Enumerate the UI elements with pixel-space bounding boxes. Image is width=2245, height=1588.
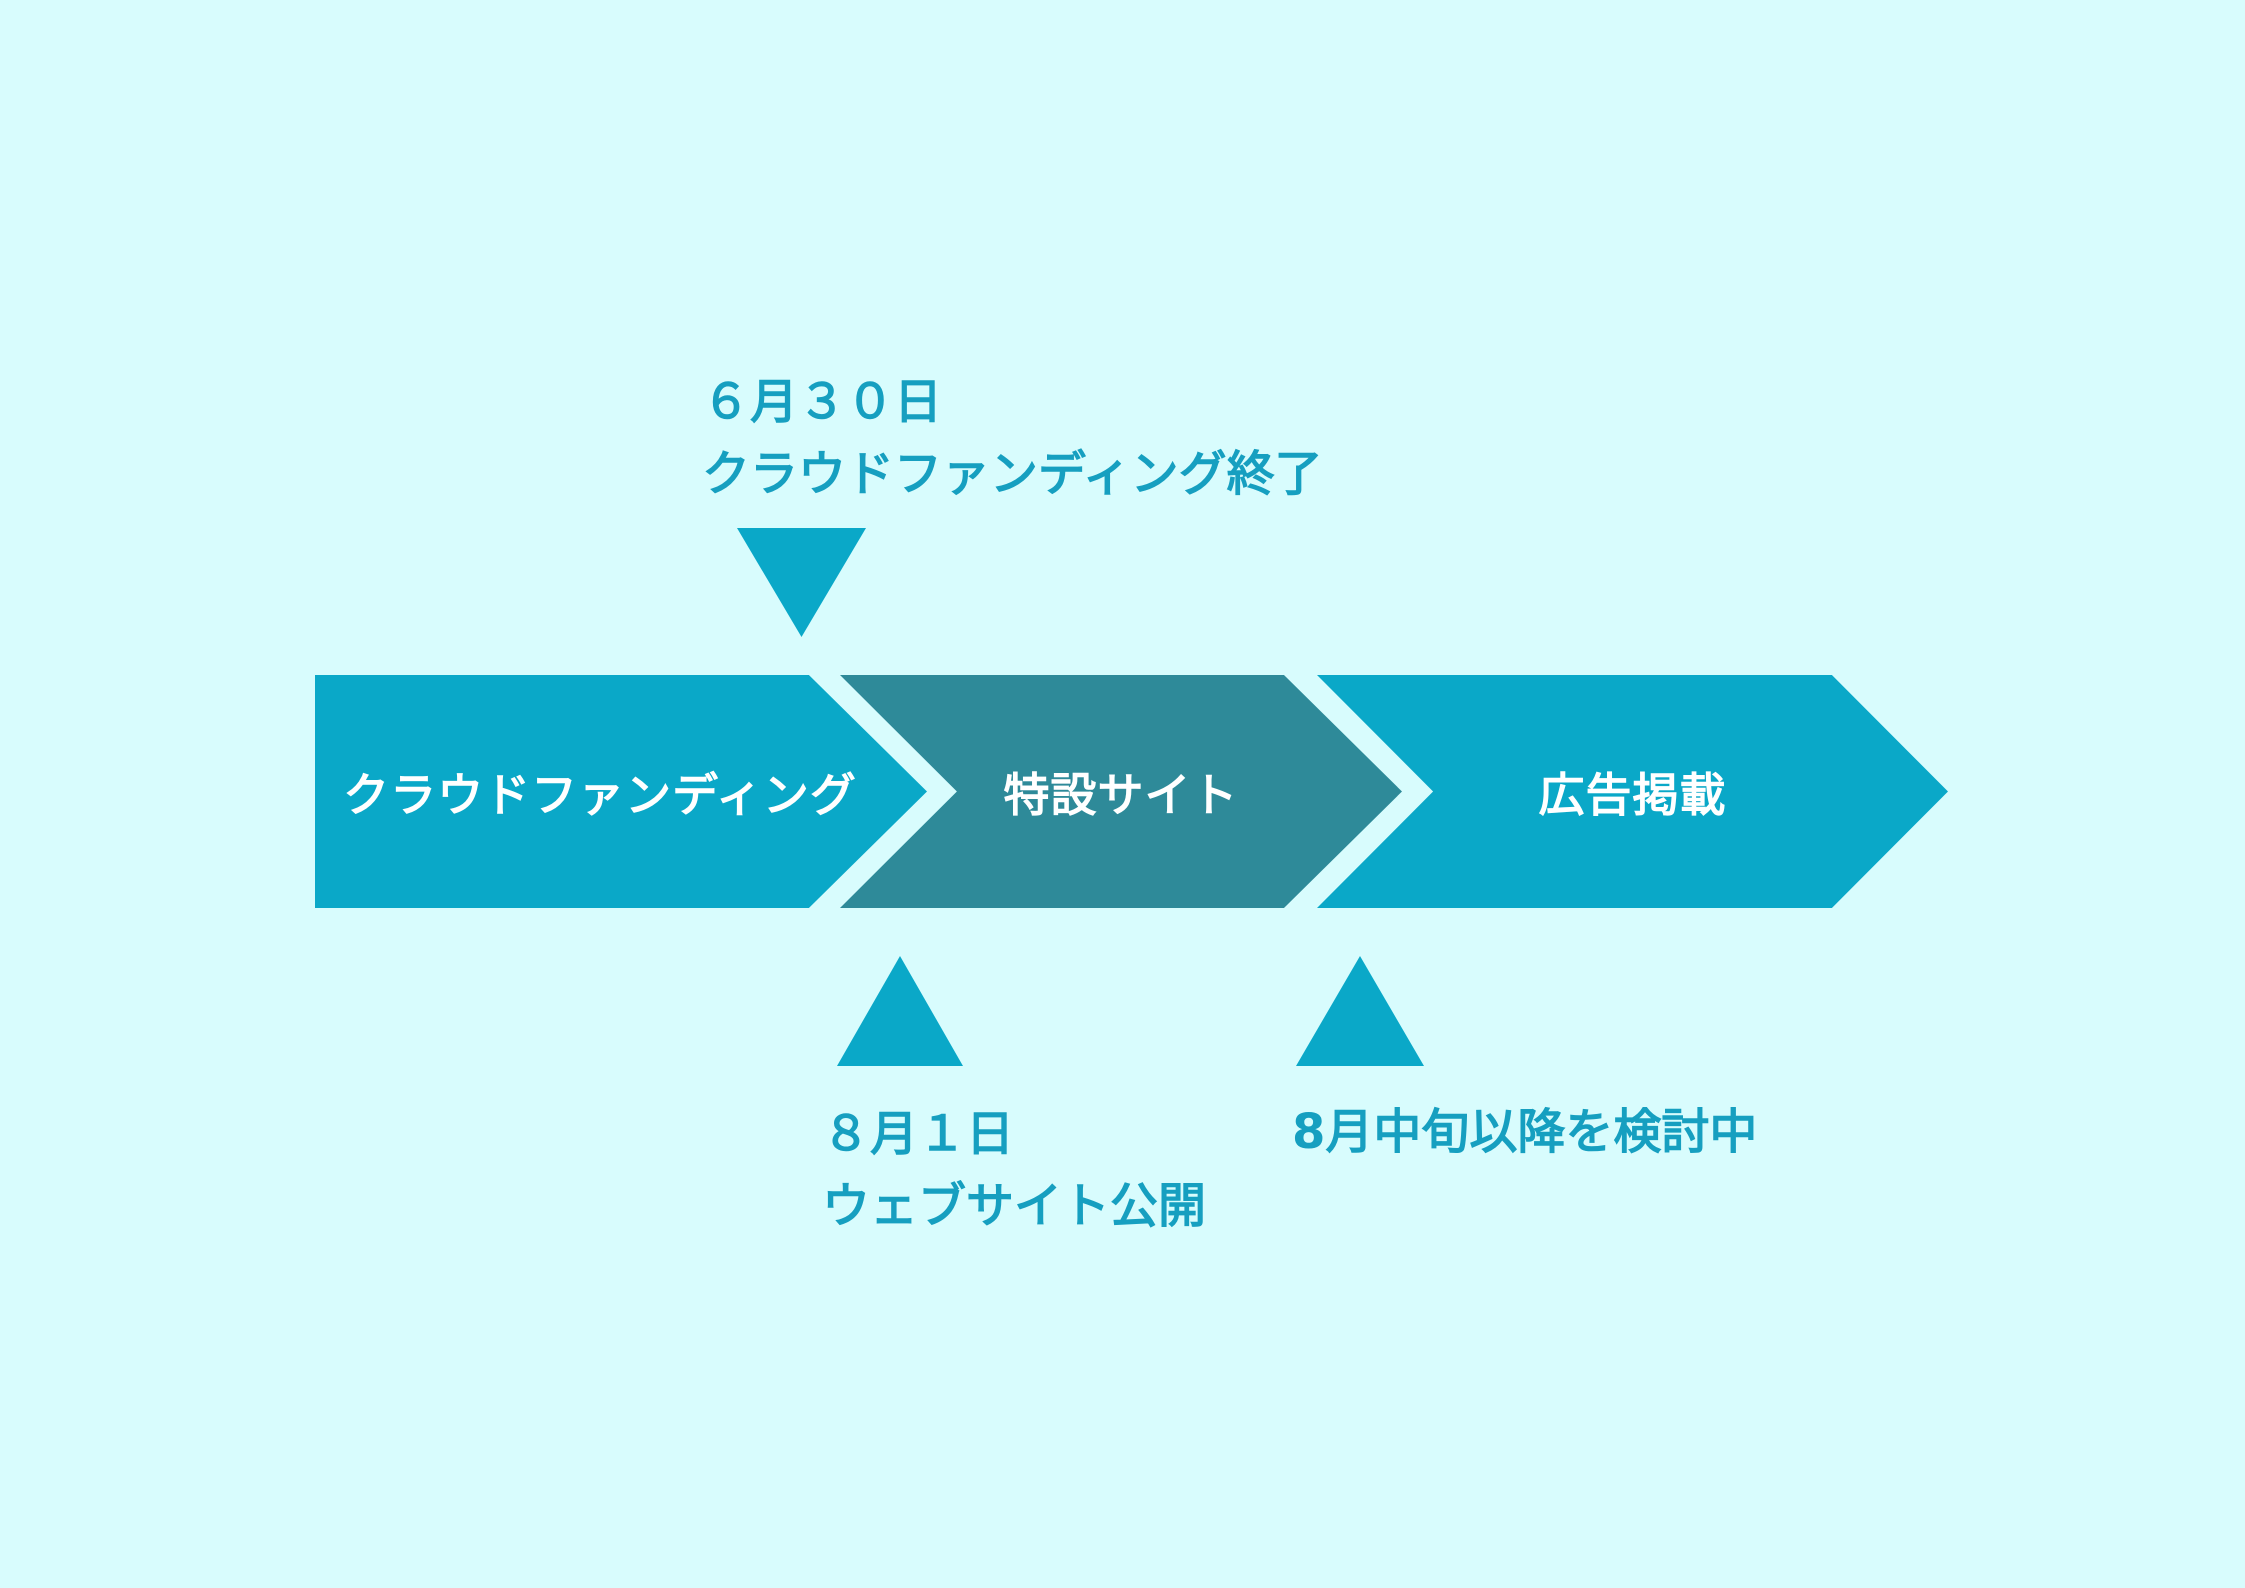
milestone-bottom-left-description: ウェブサイト公開 xyxy=(822,1178,1207,1234)
process-step-crowdfunding: クラウドファンディング xyxy=(315,675,927,908)
process-step-label: 広告掲載 xyxy=(1538,767,1727,822)
milestone-bottom-left-label: ８月１日 ウェブサイト公開 xyxy=(822,1098,1206,1242)
milestone-top-description: クラウドファンディング終了 xyxy=(702,446,1323,502)
milestone-top-label: ６月３０日 クラウドファンディング終了 xyxy=(702,366,1323,510)
process-step-label: クラウドファンディング xyxy=(343,767,857,822)
process-step-label: 特設サイト xyxy=(1003,767,1239,822)
milestone-bottom-right-description: 8月中旬以降を検討中 xyxy=(1292,1104,1758,1160)
milestone-bottom-right-label: 8月中旬以降を検討中 xyxy=(1292,1096,1757,1168)
milestone-top-date: ６月３０日 xyxy=(702,374,943,430)
down-triangle-icon xyxy=(737,528,866,637)
process-step-advertising: 広告掲載 xyxy=(1317,675,1948,908)
up-triangle-icon xyxy=(837,956,963,1066)
milestone-bottom-left-date: ８月１日 xyxy=(822,1106,1015,1162)
up-triangle-icon xyxy=(1296,956,1424,1066)
